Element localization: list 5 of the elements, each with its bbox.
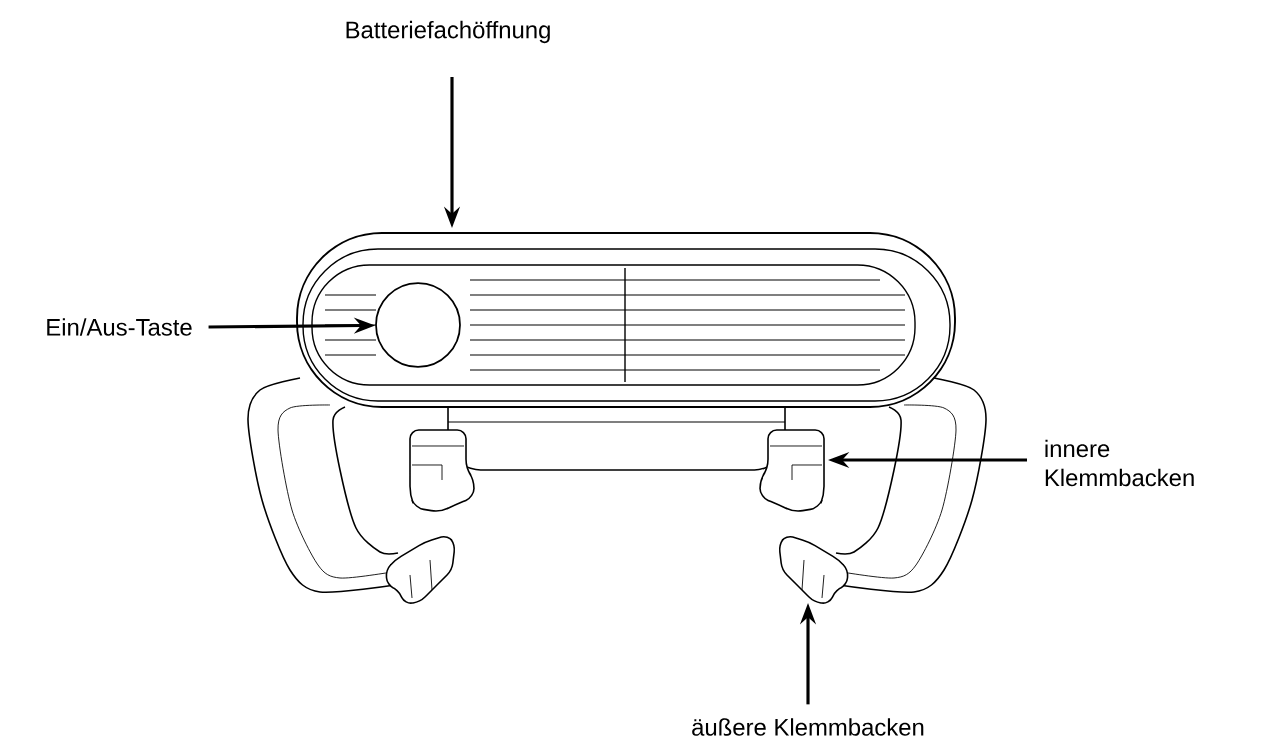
callout-label: Batteriefachöffnung bbox=[346, 20, 550, 44]
power-button bbox=[375, 282, 461, 368]
callout-label: Ein/Aus-Taste bbox=[47, 318, 192, 336]
callout-label: innere Klemmbacken bbox=[1045, 439, 1194, 487]
callout-label: äußere Klemmbacken bbox=[692, 718, 924, 736]
